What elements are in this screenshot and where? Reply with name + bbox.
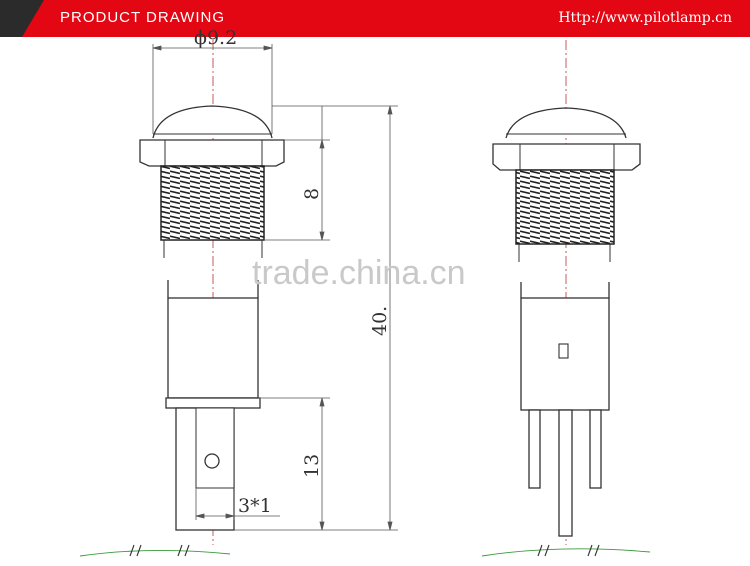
side-pin-right bbox=[589, 409, 602, 489]
break-marks bbox=[129, 544, 600, 557]
dim-diameter: ϕ9.2 bbox=[194, 27, 237, 49]
dim-pin-size: 3*1 bbox=[238, 495, 272, 517]
dim-pin-length: 13 bbox=[301, 454, 323, 478]
front-dimensions bbox=[152, 44, 398, 531]
side-flange bbox=[492, 143, 641, 171]
side-lens bbox=[505, 107, 627, 139]
banner-url[interactable]: Http://www.pilotlamp.cn bbox=[558, 10, 732, 26]
front-pin-hole bbox=[204, 453, 220, 469]
front-lens bbox=[152, 105, 273, 139]
front-housing bbox=[167, 297, 259, 399]
dim-total-length: 40. bbox=[369, 306, 391, 336]
side-pin-left bbox=[528, 409, 541, 489]
front-base bbox=[165, 397, 261, 409]
side-indicator-window bbox=[558, 343, 569, 359]
banner-title: PRODUCT DRAWING bbox=[60, 9, 225, 26]
watermark: trade.china.cn bbox=[252, 254, 466, 292]
side-pin-center bbox=[558, 409, 573, 537]
side-thread bbox=[515, 169, 615, 245]
side-view bbox=[492, 40, 641, 545]
dim-thread-length: 8 bbox=[301, 188, 323, 200]
ground-lines bbox=[79, 548, 651, 557]
header-banner: PRODUCT DRAWING Http://www.pilotlamp.cn bbox=[0, 0, 750, 37]
front-view bbox=[139, 40, 285, 545]
banner-corner-notch bbox=[0, 0, 44, 37]
front-thread bbox=[160, 165, 265, 241]
